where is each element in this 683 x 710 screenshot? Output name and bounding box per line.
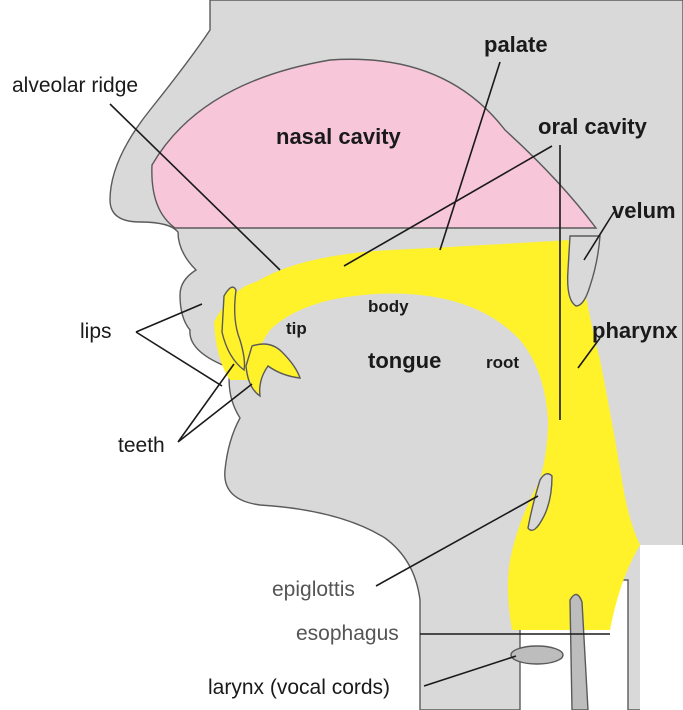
palate-label: palate	[484, 32, 548, 57]
body-label: body	[368, 297, 409, 316]
tip-label: tip	[286, 319, 307, 338]
tongue-label: tongue	[368, 348, 441, 373]
lips-label: lips	[80, 320, 112, 343]
larynx-label: larynx (vocal cords)	[208, 676, 390, 699]
vocal-cords-shape	[511, 646, 563, 664]
esophagus-label: esophagus	[296, 622, 399, 645]
velum-label: velum	[612, 198, 676, 223]
alveolar-ridge-label: alveolar ridge	[12, 74, 138, 97]
epiglottis-label: epiglottis	[272, 578, 355, 601]
pharynx-label: pharynx	[592, 318, 678, 343]
oral-cavity-label: oral cavity	[538, 114, 648, 139]
neck-background	[640, 545, 683, 710]
teeth-label: teeth	[118, 434, 165, 457]
root-label: root	[486, 353, 519, 372]
nasal-cavity-label: nasal cavity	[276, 124, 402, 149]
